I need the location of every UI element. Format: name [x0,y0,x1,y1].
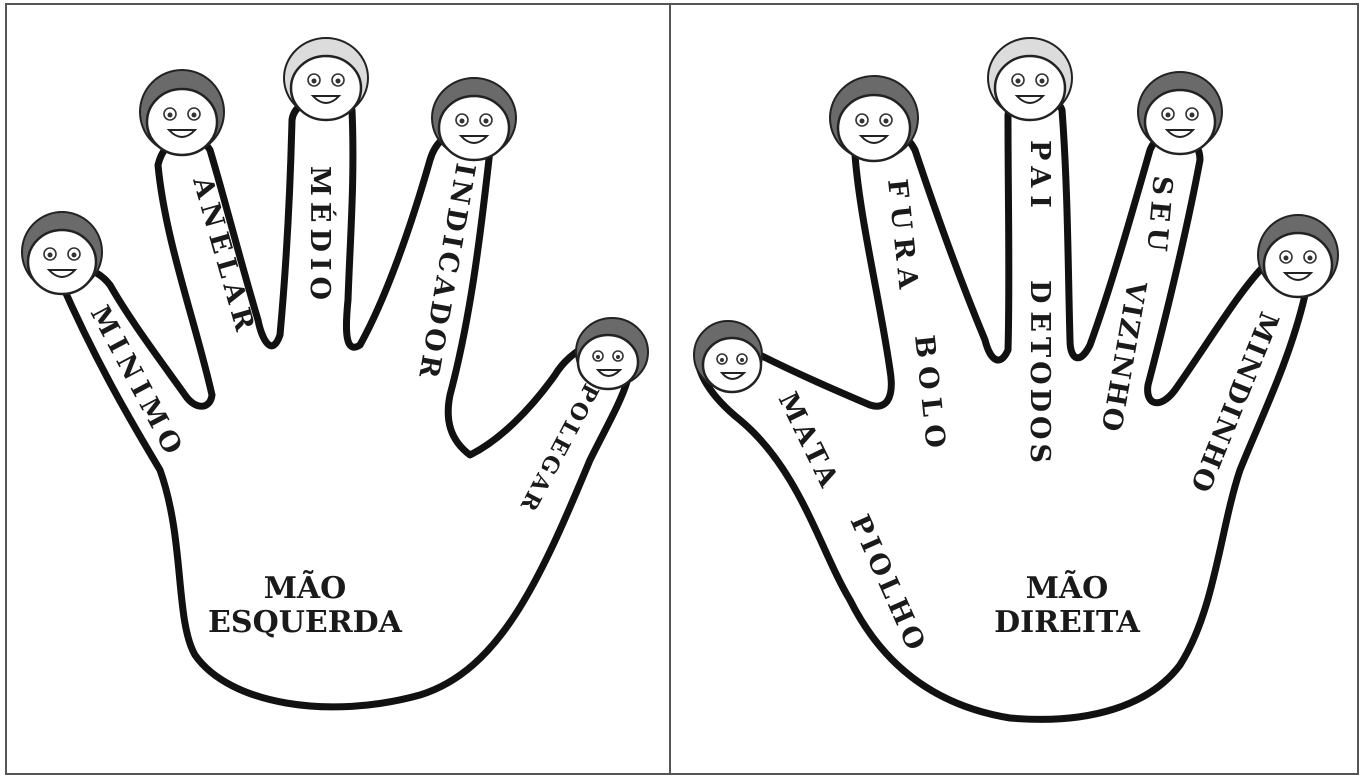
left-hand-title-line1: MÃO [264,570,347,606]
indicador-face-icon [432,78,516,160]
pai-de-todos-face-icon [988,38,1072,120]
minimo-face-icon [22,212,102,294]
finger-label-pai: PAI [1024,140,1055,216]
finger-label-medio: MÉDIO [304,166,337,306]
right-hand-title-line1: MÃO [1026,570,1109,606]
mindinho-face-icon [1258,215,1338,297]
fura-bolo-face-icon [830,76,918,161]
finger-label-todos: TODOS [1024,337,1055,467]
seu-vizinho-face-icon [1138,72,1222,154]
right-hand-title-line2: DIREITA [994,605,1141,640]
left-hand-title-line2: ESQUERDA [208,605,403,640]
medio-face-icon [284,38,368,120]
anelar-face-icon [140,70,224,155]
finger-label-de: DE [1024,280,1055,340]
